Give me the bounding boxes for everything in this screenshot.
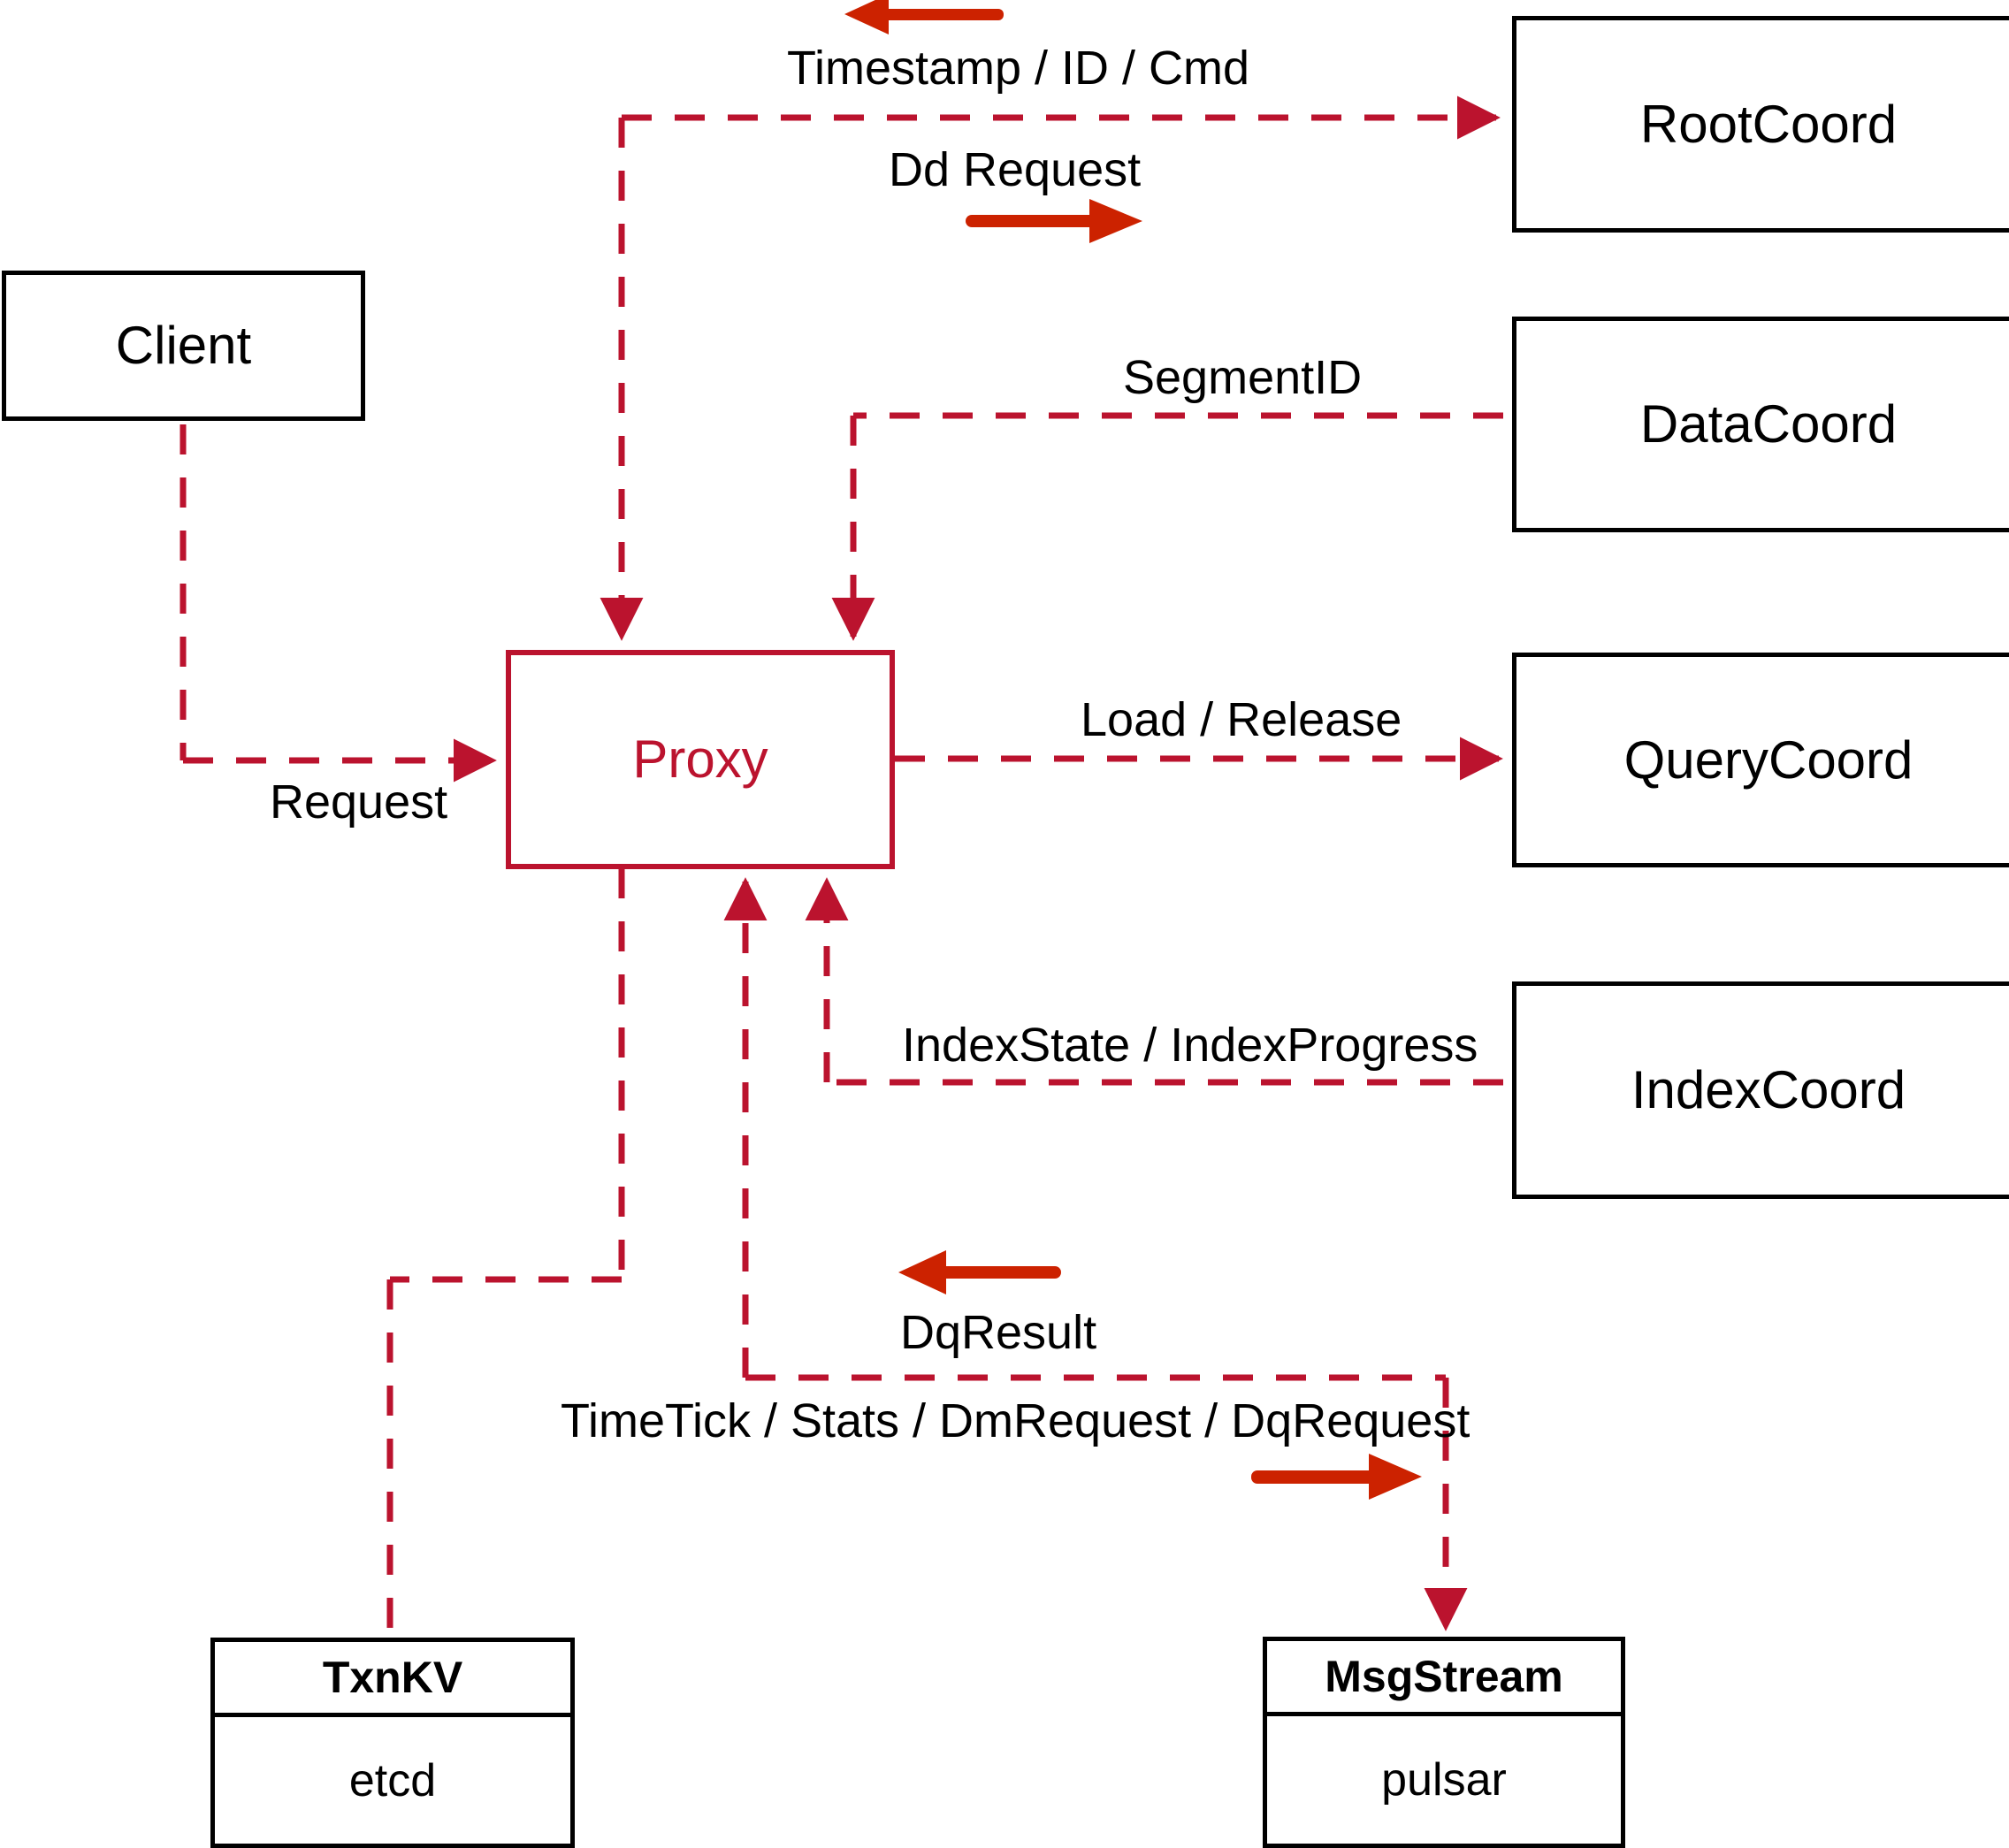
node-datacoord-label: DataCoord (1639, 394, 1898, 454)
edge-label-timetick-stats: TimeTick / Stats / DmRequest / DqRequest (561, 1394, 1470, 1447)
node-txnkv-body-label: etcd (348, 1754, 437, 1806)
direction-arrow-timetick-right (1251, 1454, 1422, 1500)
edge-label-segment-id: SegmentID (1123, 351, 1363, 404)
node-proxy-label: Proxy (632, 729, 768, 789)
edge-label-timestamp-id-cmd: Timestamp / ID / Cmd (787, 42, 1250, 95)
edge-label-dd-request: Dd Request (889, 143, 1142, 196)
node-msgstream-body: pulsar (1267, 1716, 1621, 1844)
node-datacoord[interactable]: DataCoord (1512, 317, 2009, 532)
node-rootcoord[interactable]: RootCoord (1512, 16, 2009, 233)
direction-arrow-group (844, 0, 1422, 1500)
node-client[interactable]: Client (2, 271, 365, 421)
node-txnkv[interactable]: TxnKV etcd (210, 1638, 575, 1848)
node-msgstream-header-label: MsgStream (1325, 1652, 1563, 1701)
direction-arrow-timestamp-left (844, 0, 1004, 34)
edge-label-dq-result: DqResult (900, 1306, 1097, 1359)
node-txnkv-header-label: TxnKV (322, 1653, 463, 1702)
direction-arrow-dqresult-left (898, 1250, 1061, 1294)
node-msgstream-body-label: pulsar (1381, 1754, 1507, 1806)
node-querycoord[interactable]: QueryCoord (1512, 653, 2009, 867)
node-indexcoord[interactable]: IndexCoord (1512, 981, 2009, 1199)
edge-label-request: Request (270, 775, 448, 829)
edge-label-index-state-progress: IndexState / IndexProgress (902, 1019, 1478, 1072)
node-proxy[interactable]: Proxy (506, 650, 895, 869)
node-rootcoord-label: RootCoord (1639, 94, 1898, 154)
node-txnkv-body: etcd (215, 1717, 570, 1844)
direction-arrow-ddrequest-right (966, 199, 1142, 243)
edge-label-load-release: Load / Release (1081, 693, 1402, 746)
node-querycoord-label: QueryCoord (1623, 729, 1914, 790)
node-txnkv-header: TxnKV (215, 1642, 570, 1717)
node-client-label: Client (115, 316, 252, 375)
node-msgstream[interactable]: MsgStream pulsar (1263, 1637, 1625, 1848)
node-indexcoord-label: IndexCoord (1631, 1060, 1906, 1119)
node-msgstream-header: MsgStream (1267, 1641, 1621, 1716)
